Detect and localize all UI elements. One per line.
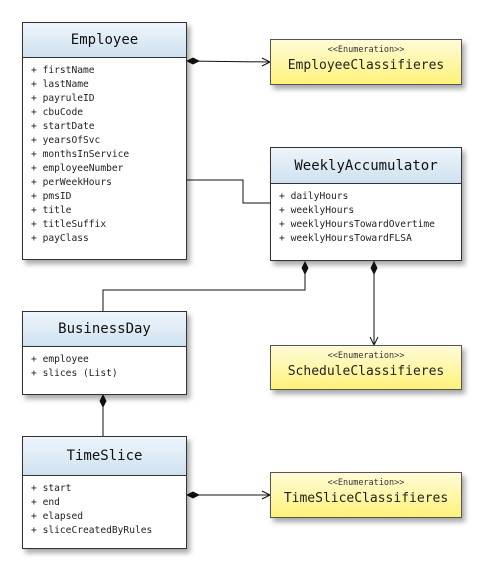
attribute: weeklyHoursTowardOvertime bbox=[279, 218, 461, 232]
attribute: employee bbox=[31, 353, 186, 367]
business-timeslice-diamond bbox=[99, 394, 107, 408]
employee-attributes: firstName lastName payruleID cbuCode sta… bbox=[23, 58, 186, 246]
attribute: lastName bbox=[31, 78, 186, 92]
schedule-classifieres-enum[interactable]: <<Enumeration>> ScheduleClassifieres bbox=[270, 345, 462, 390]
attribute: weeklyHoursTowardFLSA bbox=[279, 232, 461, 246]
business-day-class[interactable]: BusinessDay employee slices (List) bbox=[22, 311, 187, 395]
attribute: monthsInService bbox=[31, 148, 186, 162]
attribute: end bbox=[31, 496, 186, 510]
weekly-business-link bbox=[102, 262, 306, 311]
enum-stereotype: <<Enumeration>> bbox=[327, 351, 405, 361]
weekly-schedule-diamond bbox=[370, 261, 378, 275]
employee-enum-link bbox=[185, 60, 271, 63]
enum-name: EmployeeClassifieres bbox=[287, 58, 445, 73]
attribute: payruleID bbox=[31, 92, 186, 106]
attribute: yearsOfSvc bbox=[31, 134, 186, 148]
attribute: payClass bbox=[31, 232, 186, 246]
attribute: pmsID bbox=[31, 190, 186, 204]
attribute: elapsed bbox=[31, 510, 186, 524]
attribute: dailyHours bbox=[279, 190, 461, 204]
attribute: title bbox=[31, 204, 186, 218]
employee-link-diamond bbox=[186, 57, 200, 65]
attribute: perWeekHours bbox=[31, 176, 186, 190]
timeslice-class[interactable]: TimeSlice start end elapsed sliceCreated… bbox=[22, 436, 187, 549]
business-day-class-name: BusinessDay bbox=[23, 312, 186, 347]
employee-classifieres-enum[interactable]: <<Enumeration>> EmployeeClassifieres bbox=[270, 39, 462, 85]
weekly-accumulator-attributes: dailyHours weeklyHours weeklyHoursToward… bbox=[271, 184, 461, 246]
business-day-attributes: employee slices (List) bbox=[23, 347, 186, 381]
attribute: start bbox=[31, 482, 186, 496]
timeslice-class-name: TimeSlice bbox=[23, 437, 186, 476]
timeslice-attributes: start end elapsed sliceCreatedByRules bbox=[23, 476, 186, 538]
enum-name: TimeSliceClassifieres bbox=[283, 491, 449, 506]
employee-class[interactable]: Employee firstName lastName payruleID cb… bbox=[22, 22, 187, 260]
employee-weekly-link bbox=[186, 179, 272, 204]
attribute: sliceCreatedByRules bbox=[31, 524, 186, 538]
attribute: employeeNumber bbox=[31, 162, 186, 176]
enum-stereotype: <<Enumeration>> bbox=[327, 45, 405, 55]
attribute: slices (List) bbox=[31, 367, 186, 381]
weekly-accumulator-class[interactable]: WeeklyAccumulator dailyHours weeklyHours… bbox=[270, 147, 462, 261]
employee-class-name: Employee bbox=[23, 23, 186, 58]
weekly-business-diamond bbox=[301, 261, 309, 275]
attribute: titleSuffix bbox=[31, 218, 186, 232]
attribute: firstName bbox=[31, 64, 186, 78]
enum-name: ScheduleClassifieres bbox=[287, 364, 445, 379]
attribute: cbuCode bbox=[31, 106, 186, 120]
enum-stereotype: <<Enumeration>> bbox=[327, 478, 405, 488]
timeslice-classifieres-enum[interactable]: <<Enumeration>> TimeSliceClassifieres bbox=[270, 472, 462, 518]
timeslice-link-diamond bbox=[186, 491, 200, 499]
attribute: startDate bbox=[31, 120, 186, 134]
attribute: weeklyHours bbox=[279, 204, 461, 218]
weekly-accumulator-class-name: WeeklyAccumulator bbox=[271, 148, 461, 184]
